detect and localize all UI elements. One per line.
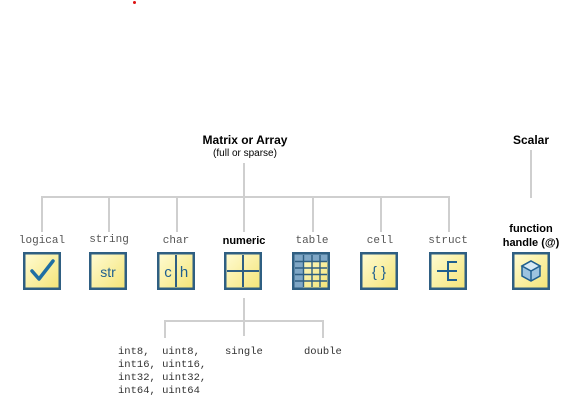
char-icon: c h — [157, 252, 195, 290]
type-label-numeric: numeric — [222, 235, 266, 247]
type-label-char: char — [162, 235, 190, 247]
double-type-label: double — [304, 346, 342, 358]
branch-table — [312, 196, 314, 232]
type-label-string: string — [89, 234, 129, 246]
braces-icon-text: { } — [372, 264, 386, 281]
branch-cell — [380, 196, 382, 232]
branch-struct — [448, 196, 450, 232]
numeric-down-connector — [243, 298, 245, 336]
char-icon-right: h — [180, 264, 188, 281]
numeric-subtypes-bus — [164, 320, 324, 322]
str-icon-text: str — [100, 264, 116, 280]
root-title: Matrix or Array — [202, 133, 288, 147]
root-subtitle: (full or sparse) — [213, 148, 277, 159]
type-label-struct: struct — [428, 235, 468, 247]
branch-numeric — [243, 196, 245, 232]
braces-icon: { } — [360, 252, 398, 290]
scalar-title: Scalar — [512, 133, 550, 147]
function-handle-label: function handle (@) — [502, 223, 560, 249]
branch-integers — [164, 320, 166, 338]
checkmark-icon — [23, 252, 61, 290]
char-icon-left: c — [164, 264, 172, 281]
branch-double — [322, 320, 324, 338]
function-handle-icon — [512, 252, 550, 290]
branch-logical — [41, 196, 43, 232]
marker-dot — [133, 1, 136, 4]
root-connector — [243, 163, 245, 197]
types-bus — [41, 196, 449, 198]
type-label-cell: cell — [366, 235, 394, 247]
str-icon: str — [89, 252, 127, 290]
branch-string — [108, 196, 110, 232]
integer-types-label: int8, uint8, int16, uint16, int32, uint3… — [118, 346, 207, 397]
struct-icon — [429, 252, 467, 290]
single-type-label: single — [225, 346, 263, 358]
type-label-logical: logical — [18, 235, 66, 247]
grid-icon — [224, 252, 262, 290]
branch-char — [176, 196, 178, 232]
scalar-connector — [530, 150, 532, 198]
table-icon — [292, 252, 330, 290]
type-label-table: table — [295, 235, 329, 247]
